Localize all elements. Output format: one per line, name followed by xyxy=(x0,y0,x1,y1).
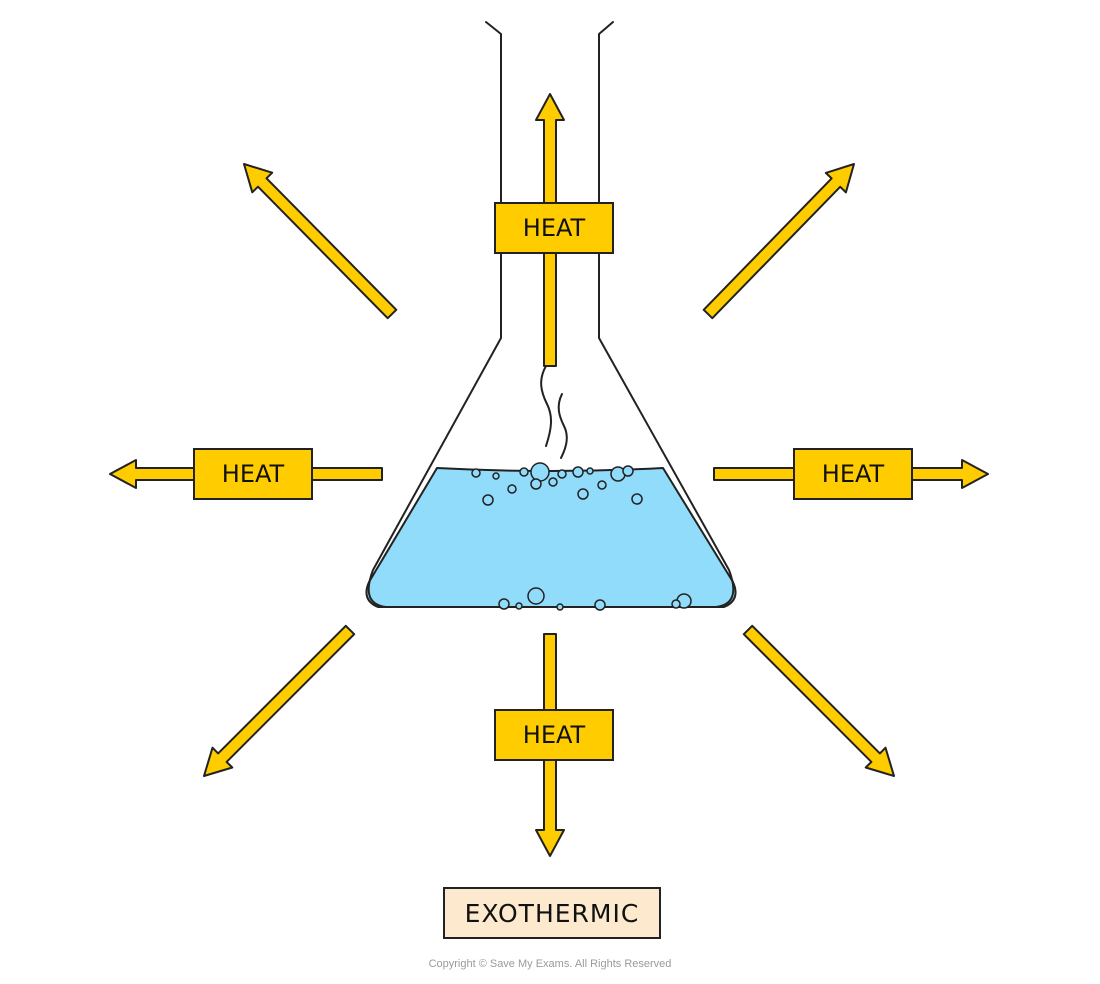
copyright-notice: Copyright © Save My Exams. All Rights Re… xyxy=(428,958,672,970)
bubble-icon xyxy=(556,603,564,611)
bubble-icon xyxy=(527,587,545,605)
bubble-icon xyxy=(530,462,550,482)
arrow-up-left-icon xyxy=(243,163,398,320)
heat-label-right: HEAT xyxy=(793,448,913,500)
bubble-icon xyxy=(586,467,594,475)
bubble-icon xyxy=(597,480,607,490)
exothermic-caption: EXOTHERMIC xyxy=(443,887,661,939)
bubble-icon xyxy=(671,599,681,609)
heat-label-top: HEAT xyxy=(494,202,614,254)
bubble-icon xyxy=(519,467,529,477)
liquid xyxy=(365,467,737,608)
bubble-icon xyxy=(577,488,589,500)
bubble-icon xyxy=(471,468,481,478)
bubble-icon xyxy=(557,469,567,479)
arrow-up-right-icon xyxy=(702,163,855,320)
bubble-icon xyxy=(631,493,643,505)
heat-arrows xyxy=(109,93,989,857)
bubble-group xyxy=(471,462,692,611)
bubble-icon xyxy=(507,484,517,494)
steam-icon xyxy=(540,365,568,459)
arrow-down-left-icon xyxy=(203,624,356,777)
bubble-icon xyxy=(594,599,606,611)
bubble-icon xyxy=(515,602,523,610)
steam-wisp xyxy=(540,365,552,447)
bubble-icon xyxy=(530,478,542,490)
heat-label-bottom: HEAT xyxy=(494,709,614,761)
bubble-icon xyxy=(622,465,634,477)
bubble-icon xyxy=(482,494,494,506)
bubble-icon xyxy=(572,466,584,478)
bubble-icon xyxy=(498,598,510,610)
bubble-icon xyxy=(492,472,500,480)
steam-wisp xyxy=(557,393,568,459)
bubble-icon xyxy=(548,477,558,487)
arrow-down-right-icon xyxy=(742,624,895,777)
heat-label-left: HEAT xyxy=(193,448,313,500)
flask-outline xyxy=(367,21,735,608)
conical-flask-icon xyxy=(365,21,737,608)
